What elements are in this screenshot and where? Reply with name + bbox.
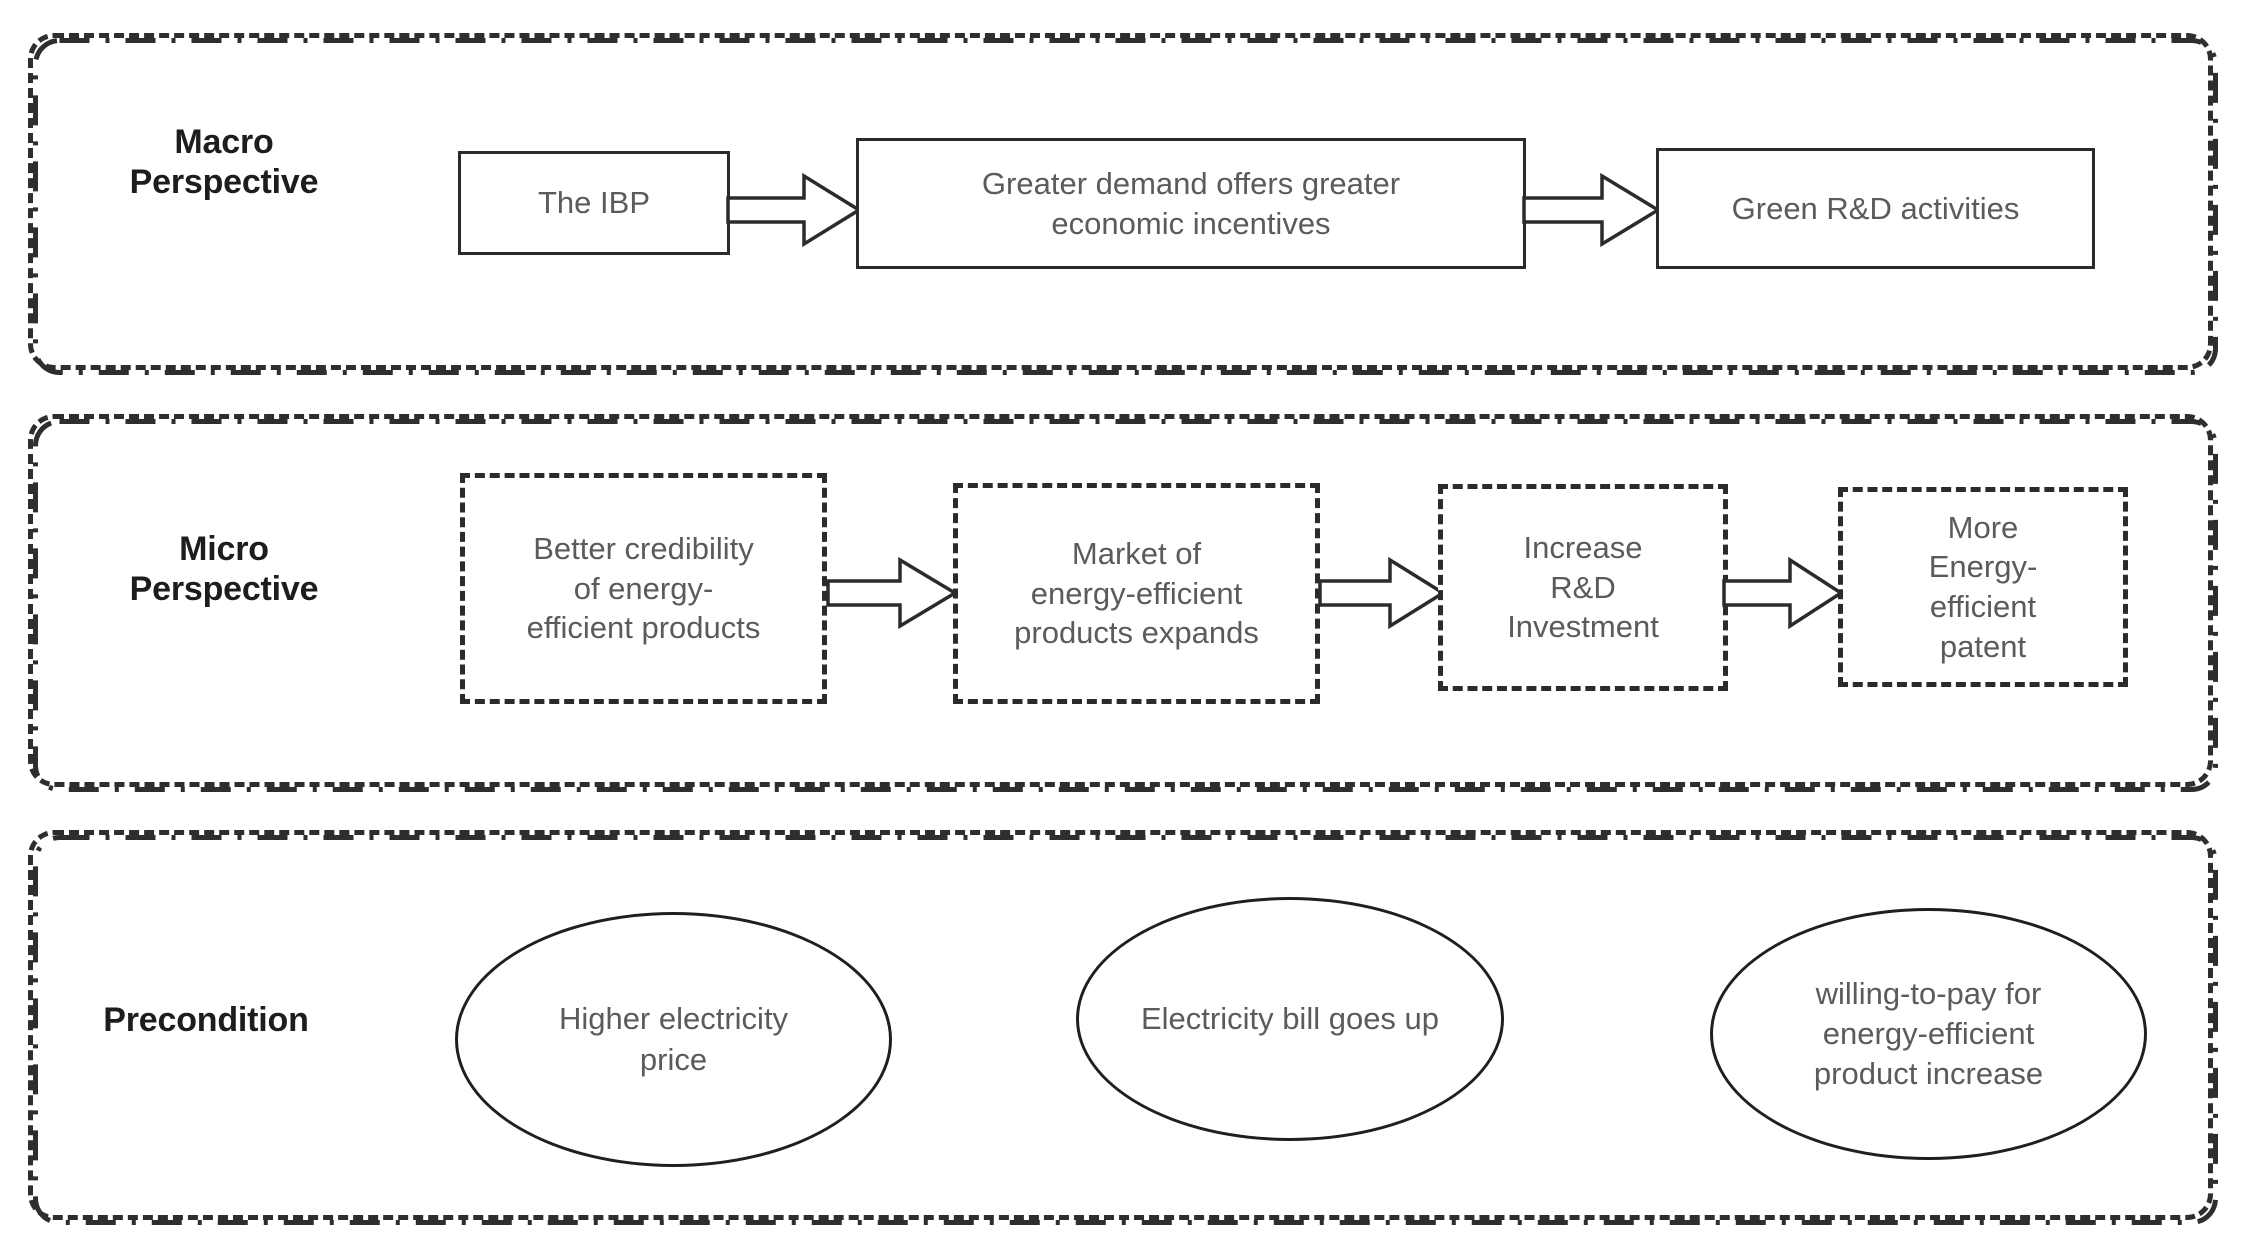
node-increase-rd-investment: Increase R&D Investment: [1438, 484, 1728, 691]
row-label-micro: Micro Perspective: [74, 529, 374, 609]
row-label-micro-text: Micro Perspective: [129, 530, 319, 609]
node-market-expands: Market of energy-efficient products expa…: [953, 483, 1320, 704]
node-greater-demand: Greater demand offers greater economic i…: [856, 138, 1526, 269]
row-label-macro-text: Macro Perspective: [129, 123, 319, 202]
node-market-expands-text: Market of energy-efficient products expa…: [1014, 535, 1259, 651]
ellipse-willing-to-pay-text: willing-to-pay for energy-efficient prod…: [1813, 975, 2044, 1092]
row-label-precondition: Precondition: [46, 1000, 366, 1040]
ellipse-electricity-bill-goes-up: Electricity bill goes up: [1076, 897, 1504, 1141]
node-green-rd-activities: Green R&D activities: [1656, 148, 2095, 269]
ellipse-willing-to-pay: willing-to-pay for energy-efficient prod…: [1710, 908, 2147, 1160]
node-better-credibility: Better credibility of energy- efficient …: [460, 473, 827, 704]
ellipse-higher-electricity-price: Higher electricity price: [455, 912, 892, 1167]
ellipse-electricity-bill-goes-up-text: Electricity bill goes up: [1140, 1000, 1440, 1036]
row-label-macro: Macro Perspective: [74, 122, 374, 202]
node-the-ibp-text: The IBP: [538, 185, 650, 221]
node-the-ibp: The IBP: [458, 151, 730, 255]
node-more-energy-efficient-patent: More Energy- efficient patent: [1838, 487, 2128, 687]
row-label-precondition-text: Precondition: [103, 1001, 309, 1039]
node-greater-demand-text: Greater demand offers greater economic i…: [981, 165, 1401, 241]
node-green-rd-activities-text: Green R&D activities: [1731, 190, 2020, 226]
node-increase-rd-investment-text: Increase R&D Investment: [1507, 529, 1659, 645]
node-more-energy-efficient-patent-text: More Energy- efficient patent: [1928, 509, 2038, 664]
node-better-credibility-text: Better credibility of energy- efficient …: [526, 530, 761, 646]
ellipse-higher-electricity-price-text: Higher electricity price: [558, 1001, 789, 1077]
